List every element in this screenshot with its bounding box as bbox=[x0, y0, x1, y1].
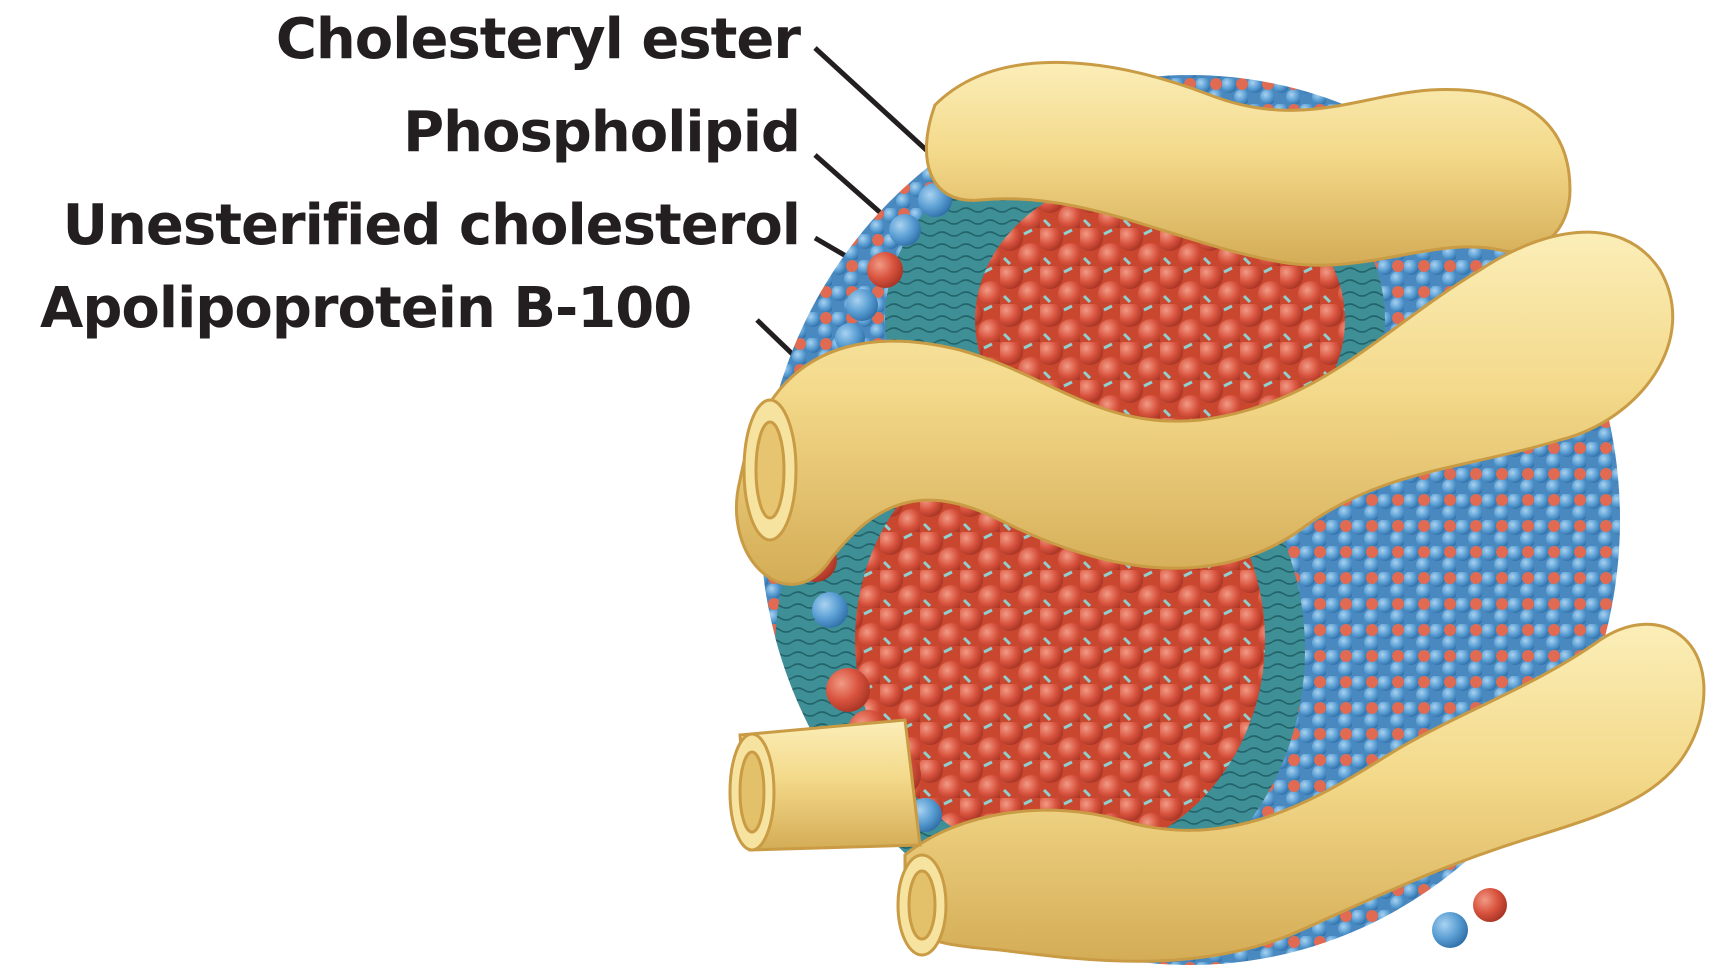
ldl-particle-diagram: Cholesteryl ester Phospholipid Unesterif… bbox=[0, 0, 1719, 979]
ldl-illustration bbox=[0, 0, 1719, 979]
